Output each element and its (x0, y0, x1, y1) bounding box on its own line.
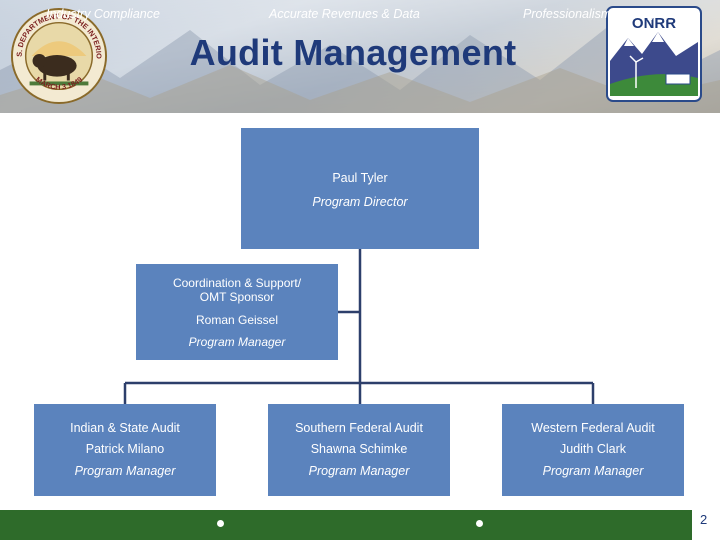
footer-value-accurate-revenues: Accurate Revenues & Data (269, 7, 420, 21)
coordination-role: Program Manager (188, 335, 286, 350)
footer-bullet-icon (217, 520, 224, 527)
subunit-title: Indian & State Audit (70, 421, 180, 435)
page-number: 2 (700, 512, 708, 527)
subunit-manager-role: Program Manager (74, 463, 176, 478)
subunit-manager-name: Patrick Milano (85, 442, 165, 457)
header-banner: U.S. DEPARTMENT OF THE INTERIOR MARCH 3 … (0, 0, 720, 113)
onrr-logo-text: ONRR (632, 15, 676, 32)
coordination-unit-line1: Coordination & Support/ (172, 276, 302, 290)
coordination-unit-line2: OMT Sponsor (199, 290, 275, 305)
footer-bar (0, 510, 692, 540)
subunit-manager-role: Program Manager (308, 463, 410, 478)
interior-department-seal-icon: U.S. DEPARTMENT OF THE INTERIOR MARCH 3 … (10, 7, 108, 105)
indian-state-audit-box: Indian & State Audit Patrick Milano Prog… (34, 404, 216, 496)
subunit-title: Southern Federal Audit (295, 421, 423, 435)
footer-value-professionalism: Professionalism & Integrity (523, 7, 671, 21)
footer-value-industry-compliance: Industry Compliance (46, 7, 160, 21)
program-director-box: Paul Tyler Program Director (241, 128, 479, 249)
coordination-name: Roman Geissel (195, 312, 279, 327)
coordination-support-box: Coordination & Support/ OMT Sponsor Roma… (136, 264, 338, 360)
southern-federal-audit-box: Southern Federal Audit Shawna Schimke Pr… (268, 404, 450, 496)
mountain-backdrop (0, 25, 720, 113)
footer-bullet-icon (476, 520, 483, 527)
subunit-title: Western Federal Audit (531, 421, 655, 435)
page-title: Audit Management (189, 32, 517, 73)
western-federal-audit-box: Western Federal Audit Judith Clark Progr… (502, 404, 684, 496)
director-role: Program Director (312, 195, 408, 210)
subunit-manager-name: Shawna Schimke (310, 442, 408, 457)
subunit-manager-role: Program Manager (542, 463, 644, 478)
onrr-logo-icon: ONRR (606, 6, 702, 102)
subunit-manager-name: Judith Clark (560, 442, 626, 457)
director-name: Paul Tyler (332, 171, 388, 185)
